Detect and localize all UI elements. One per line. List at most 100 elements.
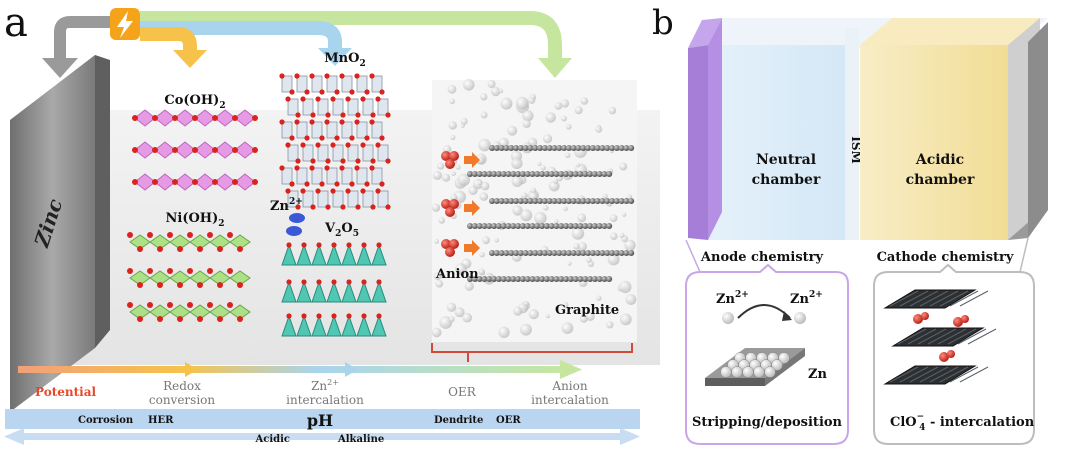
anion-atom: [445, 247, 455, 257]
oxygen-atom: [192, 179, 198, 185]
mno2-structure: [279, 73, 391, 210]
her-label: HER: [148, 415, 174, 426]
carbon-atom: [489, 198, 495, 204]
carbon-atom: [503, 198, 510, 204]
graphene-bond: [917, 328, 947, 345]
ph-arrow-right: [620, 428, 640, 445]
bubble: [519, 323, 532, 336]
zn-bead: [764, 366, 776, 378]
oxygen-atom: [152, 115, 158, 121]
ph-scale: Corrosion HER pH Dendrite OER Acidic Alk…: [4, 409, 640, 445]
oxygen-atom: [217, 246, 223, 252]
bubble: [528, 96, 536, 104]
oxygen-atom: [300, 142, 306, 148]
oxygen-atom: [315, 96, 321, 102]
carbon-atom: [543, 171, 550, 177]
carbon-atom: [527, 198, 534, 204]
carbon-atom: [599, 145, 606, 151]
carbon-atom: [601, 171, 608, 177]
carbon-atom: [613, 145, 620, 151]
oxygen-atom: [152, 147, 158, 153]
bubble: [463, 79, 475, 91]
bubble: [494, 238, 500, 243]
zn-bead: [753, 366, 765, 378]
oxygen-atom: [309, 165, 315, 171]
carbon-atom: [572, 171, 579, 177]
oxygen-atom: [310, 158, 316, 164]
neutral-chamber: [708, 45, 858, 240]
mno2-octahedron: [296, 75, 308, 93]
carbon-atom: [495, 171, 502, 177]
panel-a: a Zinc Co(OH)2 Ni(OH)2: [4, 0, 660, 445]
electrolyte-bubbles: [431, 79, 637, 338]
graphene-bond: [929, 290, 959, 307]
carbon-atom: [503, 250, 510, 256]
panel-b-letter: b: [652, 3, 674, 43]
oxygen-atom: [324, 73, 330, 79]
carbon-atom: [575, 250, 582, 256]
mno2-octahedron: [281, 167, 293, 185]
oxygen-atom: [127, 268, 133, 274]
bubble: [534, 211, 547, 225]
graphene-bond: [899, 290, 929, 307]
carbon-atom: [508, 145, 515, 151]
oxygen-atom: [279, 119, 285, 125]
bubble: [515, 96, 529, 110]
carbon-atom: [596, 223, 603, 229]
v2o5-pyramid: [356, 243, 372, 266]
oxygen-atom: [157, 282, 163, 288]
arrow-green-head: [538, 58, 572, 78]
bubble: [511, 175, 523, 187]
mno2-octahedron: [347, 190, 359, 208]
arrow-blue: [140, 21, 342, 50]
v2o5-pyramid: [371, 314, 387, 337]
mno2-octahedron: [362, 98, 374, 116]
carbon-atom: [563, 171, 569, 177]
v2o5-pyramid: [296, 314, 312, 337]
anion-atom: [449, 199, 459, 209]
oxygen-atom: [192, 147, 198, 153]
carbon-atom: [519, 276, 526, 282]
oxygen-atom: [324, 165, 330, 171]
bubble: [432, 170, 442, 180]
v2o5-pyramid: [341, 243, 357, 266]
oxygen-atom: [286, 242, 292, 248]
oxygen-atom: [172, 115, 178, 121]
oxygen-atom: [340, 112, 346, 118]
carbon-atom: [606, 171, 613, 177]
bubble: [450, 134, 456, 141]
carbon-atom: [589, 250, 596, 256]
clo4-ion: [961, 315, 969, 323]
carbon-atom: [534, 276, 541, 282]
oxygen-atom: [360, 96, 366, 102]
bubble: [487, 80, 496, 88]
cathode-front: [1028, 22, 1048, 238]
mno2-octahedron: [287, 144, 299, 162]
carbon-atom: [471, 276, 478, 282]
carbon-atom: [563, 223, 569, 229]
bubble: [478, 138, 491, 152]
corrosion-label: Corrosion: [78, 415, 134, 426]
bubble: [478, 268, 485, 276]
oxygen-atom: [375, 96, 381, 102]
zn-ion-label: Zn2+: [270, 197, 303, 214]
bubble: [511, 157, 523, 169]
flow-arrows: [42, 8, 572, 78]
carbon-atom: [489, 250, 495, 256]
carbon-atom: [493, 198, 500, 204]
carbon-atom: [532, 145, 539, 151]
oxygen-atom: [252, 179, 258, 185]
oxygen-atom: [370, 158, 376, 164]
oxygen-atom: [354, 73, 360, 79]
mno2-octahedron: [362, 190, 374, 208]
oxygen-atom: [375, 142, 381, 148]
oxygen-atom: [137, 316, 143, 322]
oxygen-atom: [289, 181, 295, 187]
oxygen-atom: [212, 179, 218, 185]
bubble: [507, 125, 518, 136]
zn-int-label-2: intercalation: [286, 393, 364, 407]
oxygen-atom: [349, 89, 355, 95]
clo4-ion: [953, 317, 963, 327]
oxygen-atom: [325, 112, 331, 118]
carbon-atom: [519, 171, 526, 177]
